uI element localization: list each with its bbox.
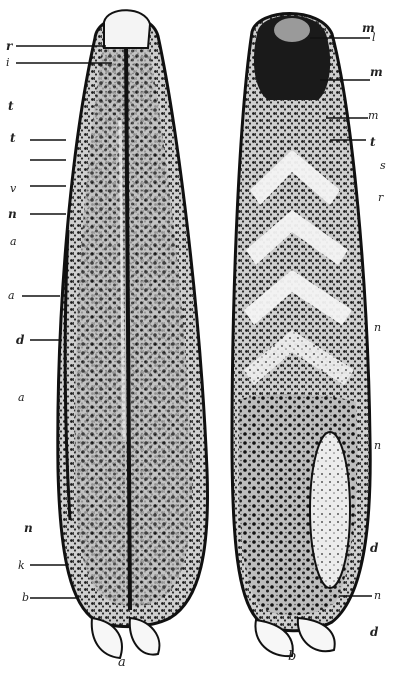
label-left-5: v (10, 183, 16, 194)
label-left-4: t (10, 132, 16, 144)
label-left-9: d (16, 334, 24, 346)
label-right-8: n (374, 322, 381, 333)
label-left-1: r (6, 40, 12, 52)
label-left-13: b (22, 592, 29, 603)
label-left-3: t (8, 100, 14, 112)
egg-mass (310, 432, 350, 588)
label-right-7: r (378, 192, 383, 203)
label-left-6: n (8, 208, 17, 220)
label-left-10: a (18, 392, 25, 403)
label-right-10: d (370, 542, 378, 554)
label-left-7: a (10, 236, 17, 247)
label-right-6: s (380, 160, 386, 171)
label-left-12: k (18, 560, 25, 571)
label-right-12: d (370, 626, 378, 638)
label-right-3: m (370, 66, 383, 78)
label-left-8: a (8, 290, 15, 301)
label-left-11: n (24, 522, 33, 534)
label-left-2: i (6, 57, 10, 68)
label-right-5: t (370, 136, 376, 148)
label-right-4: m (368, 110, 378, 121)
panel-a-caption: a (118, 656, 126, 669)
label-right-2: l (372, 32, 376, 43)
specimen-a (58, 10, 208, 658)
specimen-b (232, 14, 370, 657)
panel-b-caption: b (288, 650, 296, 663)
label-right-9: n (374, 440, 381, 451)
label-right-11: n (374, 590, 381, 601)
